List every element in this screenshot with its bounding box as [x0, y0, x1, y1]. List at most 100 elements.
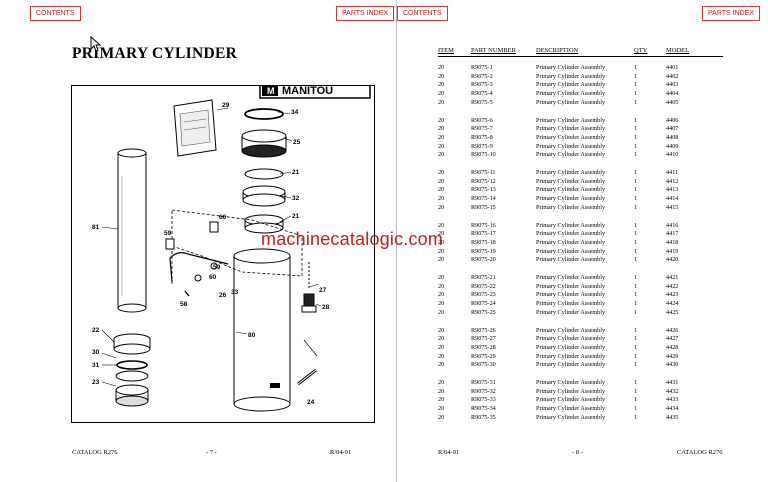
cell-desc: Primary Cylinder Assembly: [536, 81, 606, 89]
decal-part-29: [173, 99, 217, 157]
cell-qty: 1: [634, 195, 638, 203]
callout-30: 30: [92, 349, 100, 356]
cell-qty: 1: [634, 81, 638, 89]
cell-qty: 1: [634, 64, 638, 71]
cell-part: R9075-25: [471, 308, 496, 316]
cell-qty: 1: [634, 274, 638, 281]
cell-part: R9075-12: [471, 177, 496, 185]
cell-item: 20: [438, 326, 445, 334]
logo-text: MANITOU: [282, 86, 333, 97]
svg-text:M: M: [267, 86, 275, 96]
cell-model: 4401: [666, 64, 679, 71]
cell-desc: Primary Cylinder Assembly: [536, 90, 606, 98]
cell-model: 4409: [666, 142, 679, 150]
cell-part: R9075-23: [471, 291, 496, 299]
cell-qty: 1: [634, 151, 638, 159]
cell-part: R9075-9: [471, 142, 493, 150]
cell-part: R9075-6: [471, 116, 493, 124]
cell-model: 4430: [666, 361, 679, 369]
cell-part: R9075-22: [471, 282, 496, 290]
contents-link-left[interactable]: CONTENTS: [30, 6, 81, 21]
cell-qty: 1: [634, 291, 638, 299]
cell-qty: 1: [634, 221, 638, 229]
cell-item: 20: [438, 98, 445, 106]
cell-model: 4422: [666, 282, 679, 290]
cell-part: R9075-8: [471, 133, 493, 141]
cell-model: 4421: [666, 274, 679, 281]
cell-model: 4407: [666, 125, 679, 133]
callout-24: 24: [307, 399, 315, 406]
cell-qty: 1: [634, 177, 638, 185]
cell-desc: Primary Cylinder Assembly: [536, 405, 606, 413]
contents-link-right[interactable]: CONTENTS: [397, 6, 448, 21]
cell-qty: 1: [634, 413, 638, 421]
cell-desc: Primary Cylinder Assembly: [536, 238, 606, 246]
callout-60a: 60: [219, 214, 227, 221]
parts-index-link-left[interactable]: PARTS INDEX: [336, 6, 395, 21]
col-header-qty: QTY: [634, 47, 648, 54]
cell-item: 20: [438, 177, 445, 185]
cell-qty: 1: [634, 90, 638, 98]
cell-item: 20: [438, 335, 445, 343]
cell-qty: 1: [634, 142, 638, 150]
cell-part: R9075-26: [471, 326, 496, 334]
mount-outline: [171, 209, 303, 286]
cell-item: 20: [438, 282, 445, 290]
footer-date-left: R/04-91: [330, 449, 352, 456]
cell-model: 4406: [666, 116, 679, 124]
watermark-text: machinecatalogic.com: [261, 229, 444, 249]
cell-part: R9075-33: [471, 396, 496, 404]
cell-model: 4414: [666, 195, 679, 203]
cell-qty: 1: [634, 300, 638, 308]
cell-desc: Primary Cylinder Assembly: [536, 396, 606, 404]
col-header-item: ITEM: [438, 47, 454, 54]
cell-model: 4424: [666, 300, 679, 308]
cell-item: 20: [438, 413, 445, 421]
cell-qty: 1: [634, 247, 638, 255]
cell-item: 20: [438, 247, 445, 255]
cell-part: R9075-18: [471, 238, 496, 246]
callout-60b: 60: [209, 274, 217, 281]
cell-part: R9075-13: [471, 186, 496, 194]
callout-27: 27: [319, 287, 327, 294]
cell-part: R9075-2: [471, 72, 493, 80]
cell-desc: Primary Cylinder Assembly: [536, 195, 606, 203]
cell-qty: 1: [634, 387, 638, 395]
parts-index-link-right[interactable]: PARTS INDEX: [702, 6, 761, 21]
cell-part: R9075-5: [471, 98, 493, 106]
cell-desc: Primary Cylinder Assembly: [536, 282, 606, 290]
cell-item: 20: [438, 352, 445, 360]
callout-33: 33: [231, 289, 239, 296]
cell-part: R9075-31: [471, 379, 496, 386]
callout-81: 81: [92, 224, 100, 231]
cell-item: 20: [438, 308, 445, 316]
cell-model: 4404: [666, 90, 679, 98]
cell-model: 4419: [666, 247, 679, 255]
cell-part: R9075-27: [471, 335, 496, 343]
callout-22: 22: [92, 327, 100, 334]
cell-qty: 1: [634, 256, 638, 264]
cell-part: R9075-19: [471, 247, 496, 255]
cell-item: 20: [438, 396, 445, 404]
cell-model: 4416: [666, 221, 679, 229]
cell-desc: Primary Cylinder Assembly: [536, 116, 606, 124]
cell-item: 20: [438, 221, 445, 229]
cell-desc: Primary Cylinder Assembly: [536, 300, 606, 308]
cell-desc: Primary Cylinder Assembly: [536, 72, 606, 80]
cell-part: R9075-1: [471, 64, 493, 71]
cell-qty: 1: [634, 343, 638, 351]
cell-item: 20: [438, 116, 445, 124]
callout-32: 32: [292, 195, 300, 202]
cell-qty: 1: [634, 169, 638, 176]
cell-model: 4429: [666, 352, 679, 360]
